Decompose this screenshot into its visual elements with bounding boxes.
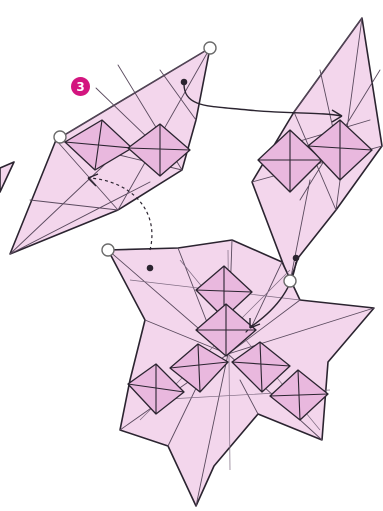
pivot-ring-top — [204, 42, 216, 54]
top-right-kite-unit — [252, 18, 382, 282]
tab-marker-dot — [181, 79, 188, 86]
pivot-ring-bottom-left — [102, 244, 114, 256]
pivot-ring-left — [54, 131, 66, 143]
tab-marker-dot — [147, 265, 154, 272]
top-left-kite-unit — [10, 48, 210, 254]
partial-piece-edge — [0, 162, 14, 192]
pivot-ring-right — [284, 275, 296, 287]
step-number-badge: 3 — [71, 77, 90, 96]
bottom-assembled-star-unit — [108, 240, 374, 506]
tab-marker-dot — [293, 255, 300, 262]
